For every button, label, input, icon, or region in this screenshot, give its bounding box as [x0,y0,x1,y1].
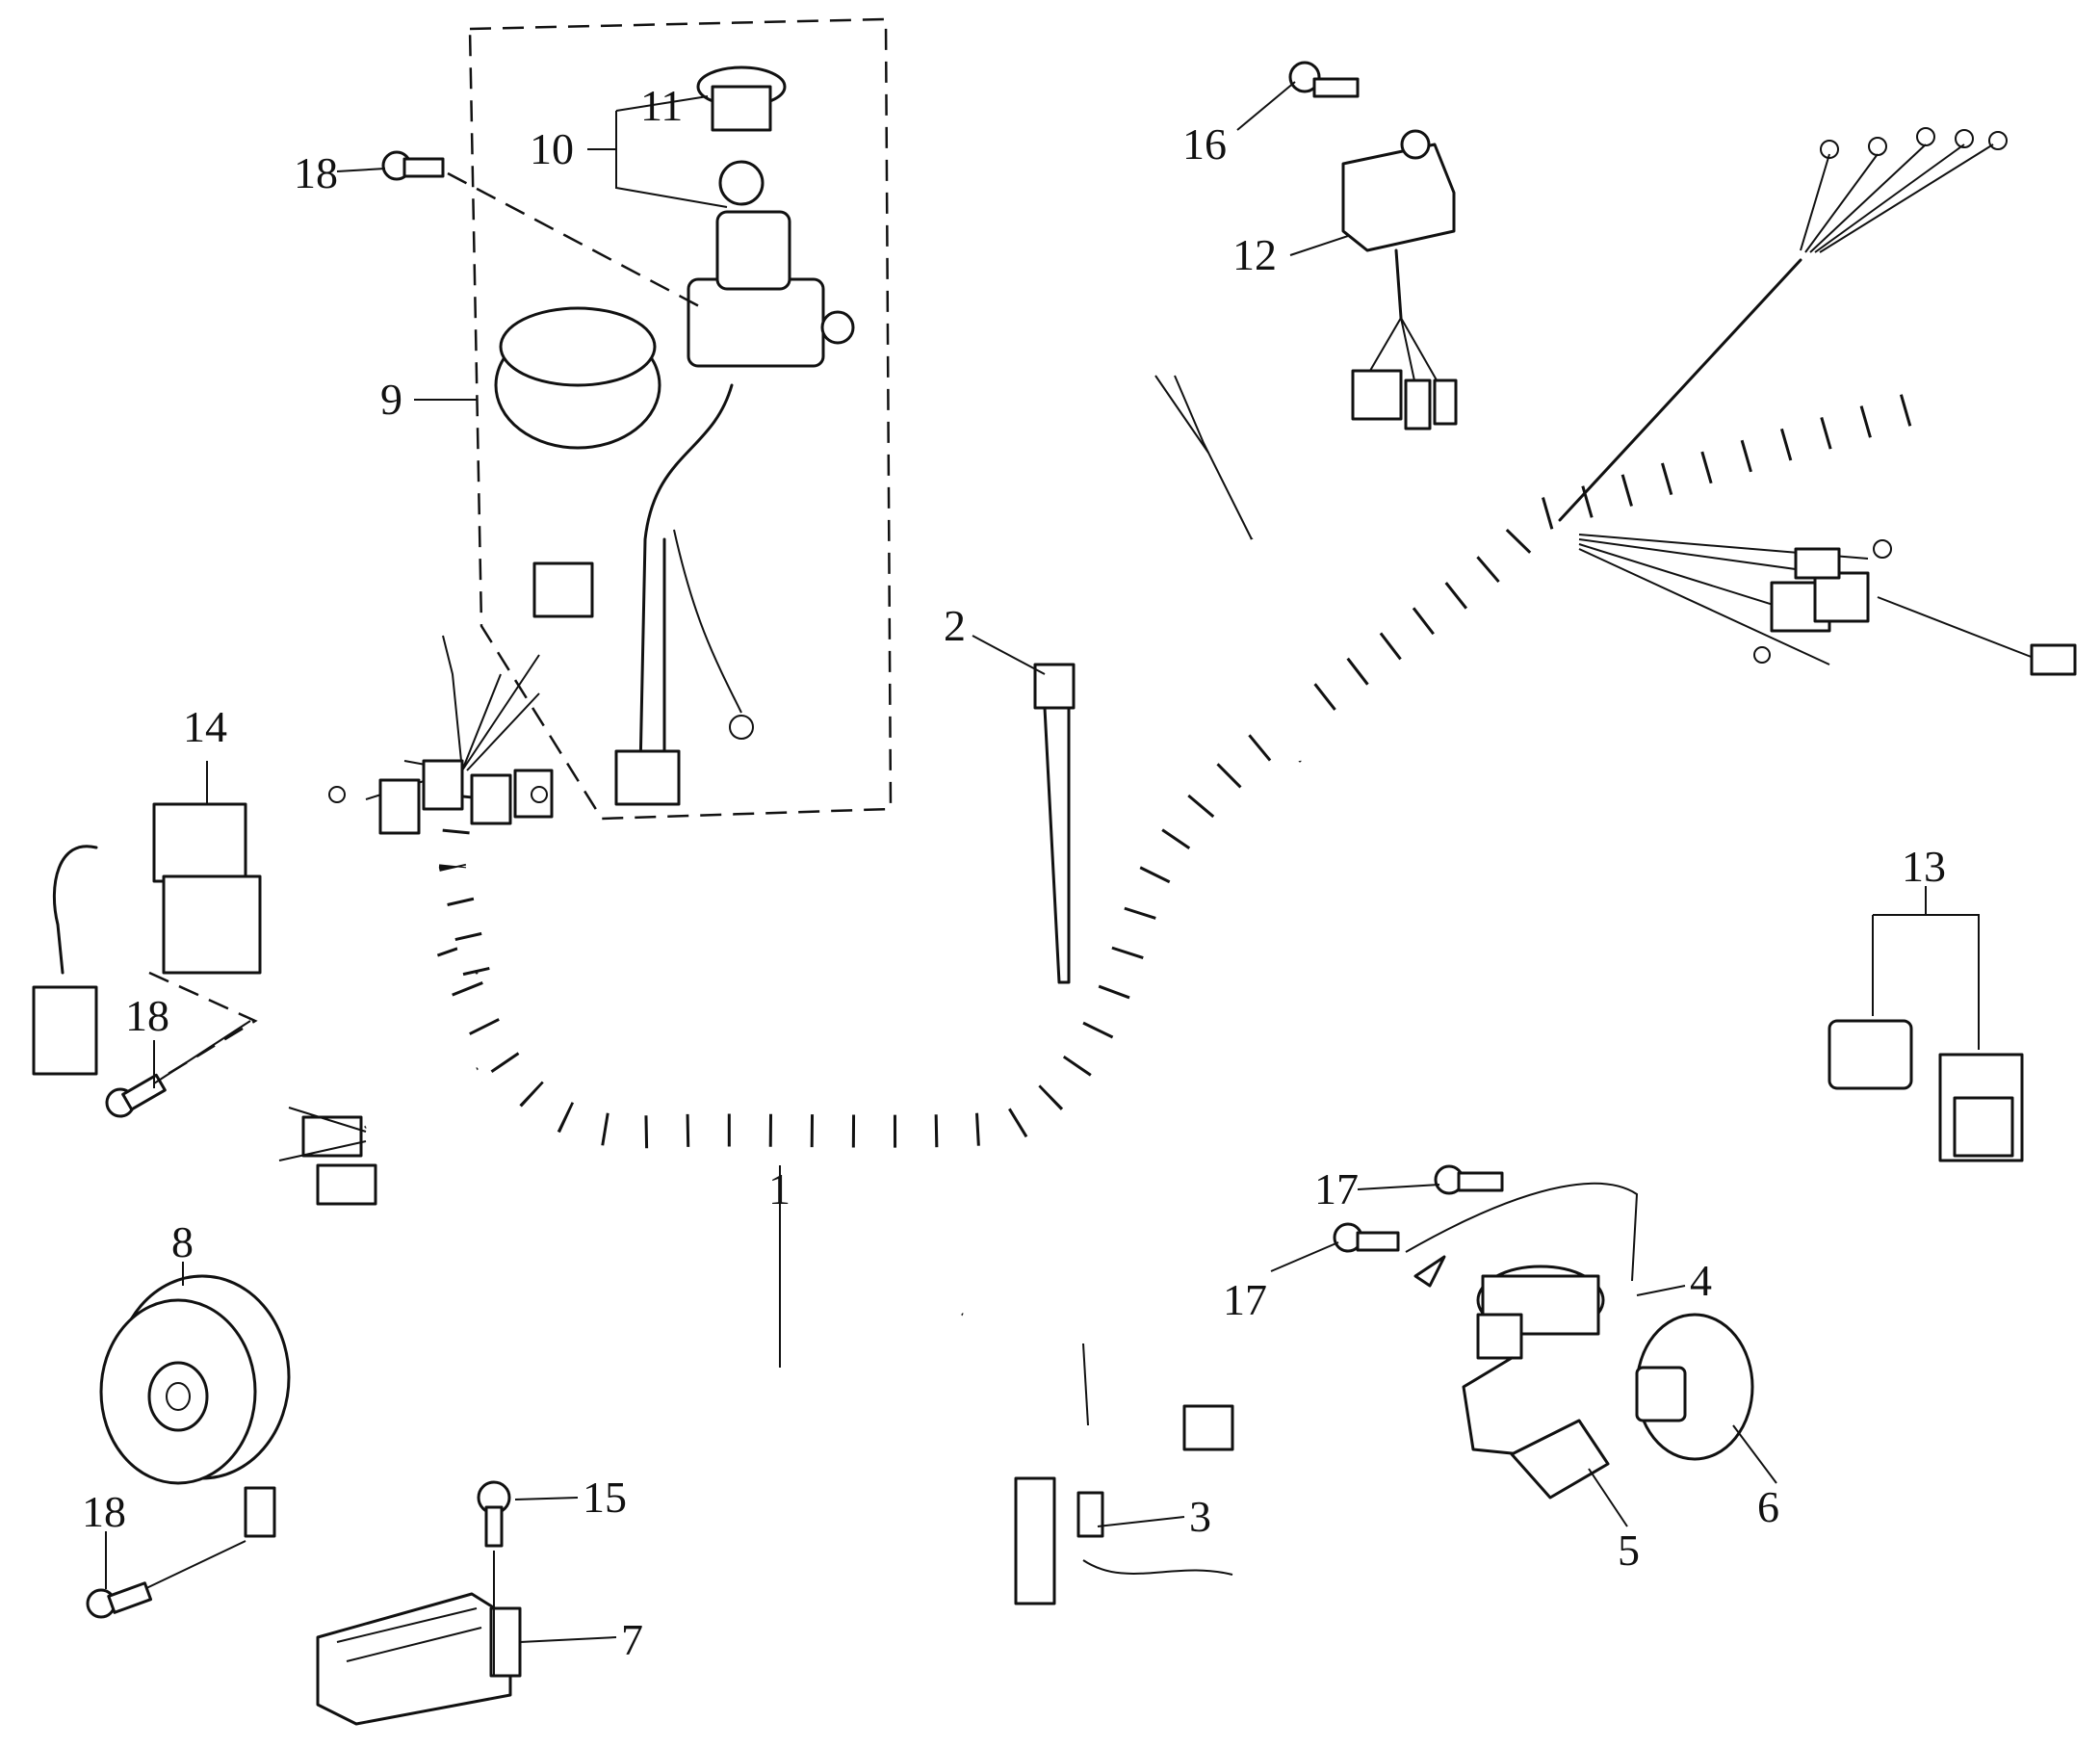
bolts-17 [1333,1164,1504,1288]
regulator [32,802,262,1090]
callout-18c: 18 [82,1487,126,1536]
callout-4: 4 [1690,1256,1712,1305]
left-connector-cluster [278,635,554,1206]
callout-11: 11 [640,81,683,130]
callout-7: 7 [621,1615,643,1664]
spark-plug-cap [1510,1419,1610,1500]
callout-16: 16 [1182,119,1227,169]
key-set-group [468,17,893,821]
callout-5: 5 [1618,1526,1640,1575]
bolts-18 [86,150,704,1619]
callout-17b: 17 [1223,1275,1267,1324]
leader-lines [105,81,1927,1643]
callout-14: 14 [183,702,227,751]
ignition-coil [1405,1182,1639,1456]
cable-tie [1033,663,1076,984]
bolt-15 [477,1480,511,1676]
callout-18b: 18 [125,991,169,1040]
horn [99,1274,291,1590]
callout-17a: 17 [1314,1164,1359,1213]
callout-18a: 18 [294,148,338,197]
callout-6: 6 [1757,1482,1779,1531]
right-harness-connectors [1558,127,2077,676]
callout-8: 8 [171,1217,194,1266]
callout-1: 1 [768,1164,791,1213]
callout-9: 9 [380,375,402,424]
flasher-relay [1828,914,2024,1162]
callout-3: 3 [1189,1492,1211,1541]
callout-15: 15 [583,1473,627,1522]
main-wiring-harness [363,375,1942,1430]
callout-labels: 1 2 3 4 5 6 7 8 9 10 11 12 13 14 15 16 1… [82,81,1946,1664]
rubber-cap [1635,1313,1754,1461]
cdi-unit [316,1592,522,1726]
fuse-holder [1014,1343,1234,1605]
callout-12: 12 [1232,230,1277,279]
callout-10: 10 [530,124,574,173]
bolt-16 [1288,61,1360,98]
callout-2: 2 [944,601,966,650]
relay [1341,129,1458,430]
callout-13: 13 [1902,842,1946,891]
